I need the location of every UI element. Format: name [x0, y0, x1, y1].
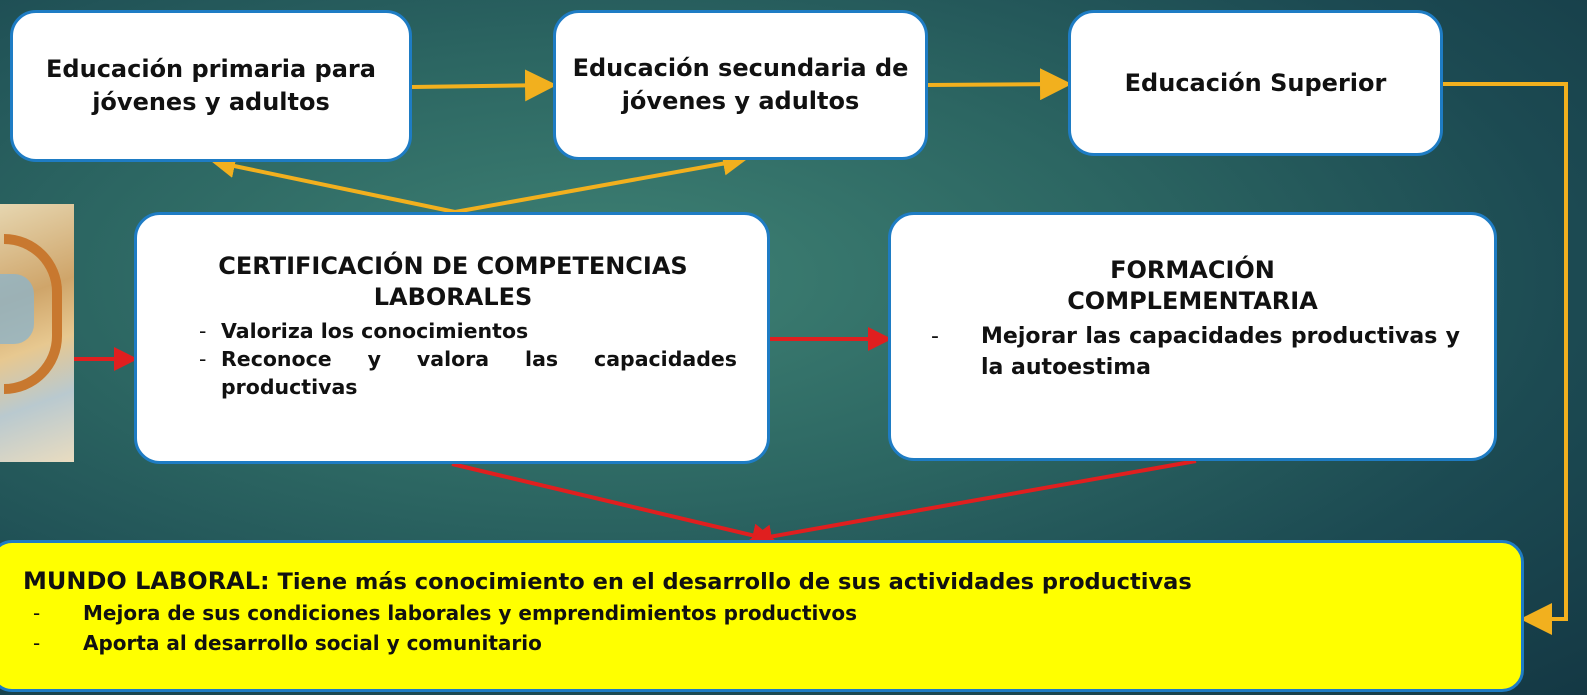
box-educacion-superior-label: Educación Superior — [1124, 68, 1387, 97]
box-educacion-superior: Educación Superior — [1068, 10, 1443, 156]
arrow-formacion-to-mundo-laboral — [748, 459, 1197, 549]
box-formacion: FORMACIÓN COMPLEMENTARIA - Mejorar las c… — [888, 212, 1497, 461]
box-educacion-primaria-label: Educación primaria para jóvenes y adulto… — [46, 55, 376, 116]
arrow-secundaria-to-superior — [927, 68, 1072, 101]
certificacion-title: CERTIFICACIÓN DE COMPETENCIAS LABORALES — [218, 252, 688, 311]
box-educacion-secundaria: Educación secundaria de jóvenes y adulto… — [553, 10, 928, 160]
arrow-certificacion-to-primaria — [211, 154, 456, 214]
mundo-laboral-description: Tiene más conocimiento en el desarrollo … — [277, 569, 1192, 595]
mundo-laboral-list: - Mejora de sus condiciones laborales y … — [23, 598, 1501, 658]
mundo-laboral-title: MUNDO LABORAL: — [23, 567, 270, 595]
box-educacion-secundaria-label: Educación secundaria de jóvenes y adulto… — [572, 54, 909, 115]
box-mundo-laboral: MUNDO LABORAL: Tiene más conocimiento en… — [0, 540, 1524, 692]
formacion-title: FORMACIÓN COMPLEMENTARIA — [1067, 256, 1318, 315]
list-item: - Aporta al desarrollo social y comunita… — [33, 631, 542, 655]
illustration-image — [0, 204, 74, 462]
list-item: - Mejorar las capacidades productivas y … — [931, 324, 1460, 380]
arrow-primaria-to-secundaria — [411, 69, 557, 102]
box-certificacion: CERTIFICACIÓN DE COMPETENCIAS LABORALES … — [134, 212, 770, 464]
certificacion-list: - Valoriza los conocimientos - Reconoce … — [169, 317, 737, 401]
list-item: - Reconoce y valora las capacidades prod… — [199, 347, 737, 399]
list-item: - Mejora de sus condiciones laborales y … — [33, 601, 858, 625]
mundo-laboral-header: MUNDO LABORAL: Tiene más conocimiento en… — [23, 565, 1501, 598]
formacion-list: - Mejorar las capacidades productivas y … — [925, 321, 1460, 383]
arrow-certificacion-to-secundaria — [454, 151, 747, 214]
arrow-certificacion-to-mundo-laboral — [451, 462, 776, 548]
box-educacion-primaria: Educación primaria para jóvenes y adulto… — [10, 10, 412, 162]
arrow-superior-to-mundo-laboral — [1443, 82, 1568, 635]
list-item: - Valoriza los conocimientos — [199, 319, 529, 343]
